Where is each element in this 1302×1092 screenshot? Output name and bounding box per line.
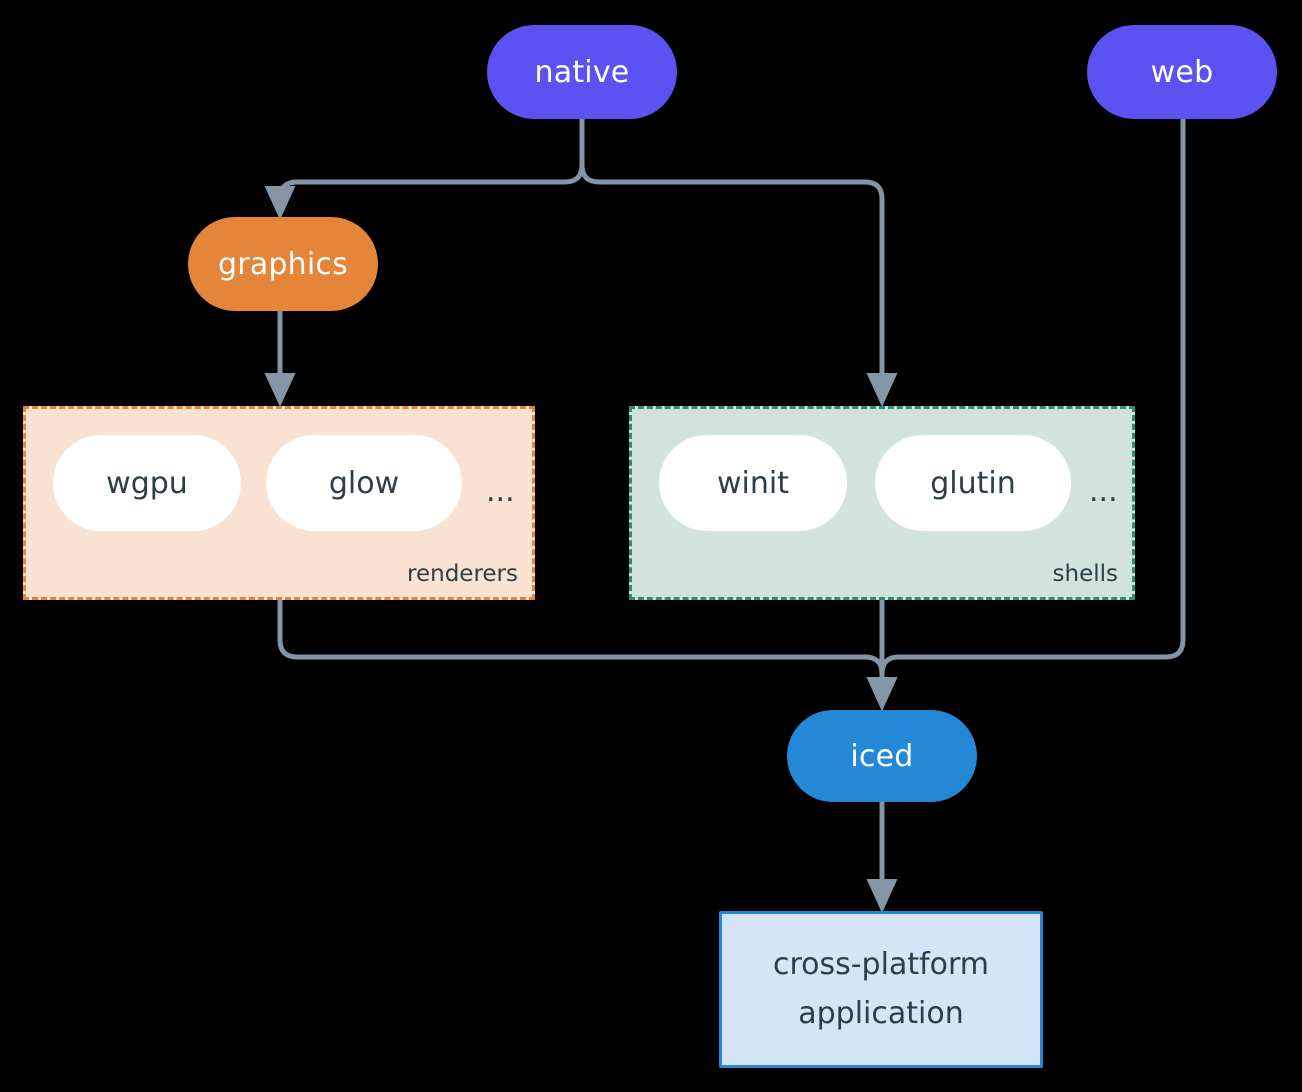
renderers-overflow-ellipsis: ...	[486, 474, 515, 509]
edge-native-to-shells	[579, 119, 898, 407]
node-iced[interactable]: iced	[787, 710, 977, 802]
node-iced-label: iced	[850, 738, 914, 774]
renderer-item-glow[interactable]: glow	[266, 435, 462, 531]
renderer-item-glow-label: glow	[328, 465, 400, 501]
node-native[interactable]: native	[487, 25, 677, 119]
node-application-label-line1: cross-platform	[772, 946, 990, 982]
shell-item-winit[interactable]: winit	[659, 435, 847, 531]
shell-item-winit-label: winit	[717, 465, 789, 501]
node-native-label: native	[534, 54, 630, 90]
edge-renderers-to-iced	[277, 600, 898, 711]
node-application-label-line2: application	[798, 995, 964, 1031]
node-application[interactable]: cross-platform application	[719, 911, 1043, 1068]
node-web[interactable]: web	[1087, 25, 1277, 119]
node-graphics-label: graphics	[218, 246, 348, 282]
group-renderers-label: renderers	[407, 561, 518, 587]
shell-item-glutin-label: glutin	[930, 465, 1016, 501]
renderer-item-wgpu[interactable]: wgpu	[53, 435, 241, 531]
node-graphics[interactable]: graphics	[188, 217, 378, 311]
renderer-item-wgpu-label: wgpu	[106, 465, 188, 501]
shells-overflow-ellipsis: ...	[1089, 474, 1118, 509]
group-shells: winit glutin ... shells	[629, 406, 1135, 600]
shell-item-glutin[interactable]: glutin	[875, 435, 1071, 531]
node-web-label: web	[1150, 54, 1214, 90]
group-renderers: wgpu glow ... renderers	[23, 406, 535, 600]
edge-native-to-graphics	[264, 119, 585, 220]
group-shells-label: shells	[1052, 561, 1118, 587]
